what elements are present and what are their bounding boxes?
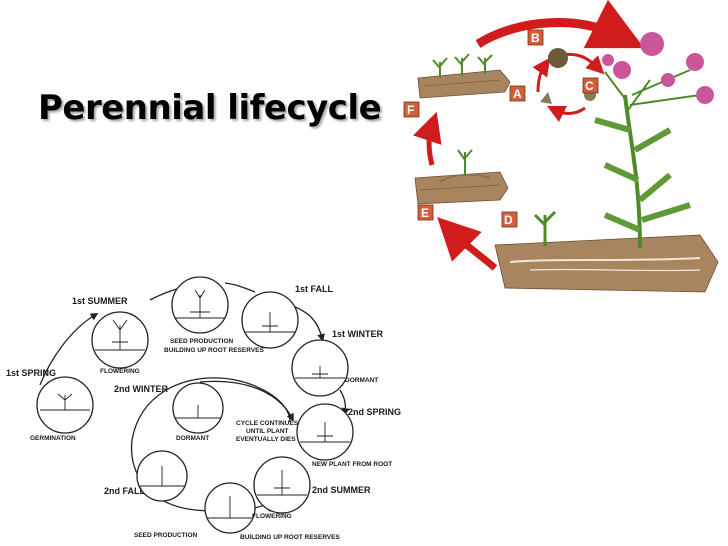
arrow-winter2-center [199, 380, 294, 422]
stage-a-seed [540, 92, 552, 104]
letter-b: B [527, 29, 544, 46]
label-1st-spring: 1st SPRING [6, 368, 56, 378]
center-text-3: EVENTUALLY DIES [236, 436, 296, 443]
page-title: Perennial lifecycle [38, 88, 382, 128]
stage-germination: GERMINATION [30, 435, 76, 442]
letter-d: D [501, 211, 518, 228]
letter-a: A [509, 85, 526, 102]
svg-text:B: B [531, 31, 540, 45]
stage-dormant-1: DORMANT [345, 377, 378, 384]
svg-text:D: D [504, 213, 513, 227]
stage-b-seedhead [548, 48, 568, 68]
arrow-winter-spring2 [339, 389, 350, 416]
svg-text:F: F [407, 103, 414, 117]
label-1st-fall: 1st FALL [295, 284, 334, 294]
cycle-arrow-ab [532, 57, 551, 93]
stage-d-mature-plant [494, 69, 719, 293]
stage-root-reserves-1: BUILDING UP ROOT RESERVES [164, 347, 264, 354]
label-2nd-fall: 2nd FALL [104, 486, 145, 496]
center-text-2: UNTIL PLANT [246, 428, 289, 435]
stage-root-reserves-2: BUILDING UP ROOT RESERVES [240, 534, 340, 541]
cycle-arrow-top [475, 0, 645, 49]
stage-flowering-2: FLOWERING [252, 513, 292, 520]
stage-seed-production-2: SEED PRODUCTION [134, 532, 198, 539]
label-1st-summer: 1st SUMMER [72, 296, 128, 306]
letter-f: F [403, 101, 420, 118]
cycle-arrow-left [413, 111, 442, 166]
label-1st-winter: 1st WINTER [332, 329, 384, 339]
stage-new-plant: NEW PLANT FROM ROOT [312, 461, 392, 468]
stage-f-seedlings [417, 53, 511, 99]
label-2nd-summer: 2nd SUMMER [312, 485, 371, 495]
svg-text:C: C [585, 79, 594, 93]
label-2nd-winter: 2nd WINTER [114, 384, 168, 394]
stage-seed-production-1: SEED PRODUCTION [170, 338, 234, 345]
stage-e-root-sprout [414, 149, 509, 205]
arrow-seed-fall [224, 282, 256, 293]
thistle-flowers [602, 32, 714, 104]
cycle-arrow-bottom [437, 217, 498, 271]
letter-e: E [417, 204, 434, 221]
cycle-arrow-ca [546, 105, 586, 123]
center-text-1: CYCLE CONTINUES [236, 420, 299, 427]
stage-flowering-1: FLOWERING [100, 368, 140, 375]
svg-text:A: A [513, 87, 522, 101]
arrow-spring-summer [39, 312, 99, 386]
label-2nd-spring: 2nd SPRING [348, 407, 401, 417]
letter-c: C [582, 77, 599, 94]
stage-dormant-2: DORMANT [176, 435, 209, 442]
svg-text:E: E [421, 206, 429, 220]
